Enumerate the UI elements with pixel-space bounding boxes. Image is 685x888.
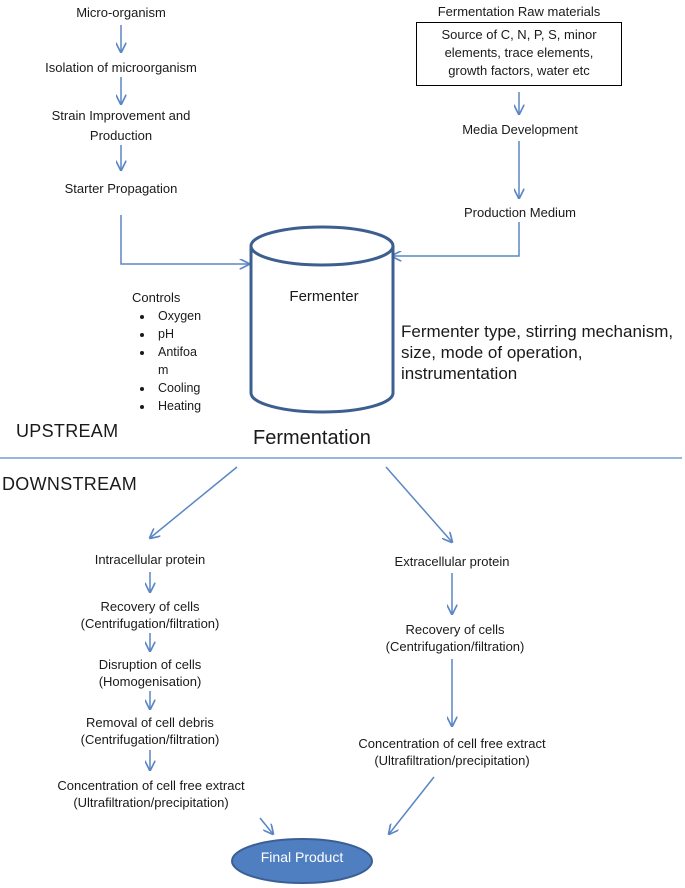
downstream-label: DOWNSTREAM <box>2 474 137 494</box>
node-intra-concentration: Concentration of cell free extract (Ultr… <box>57 778 245 810</box>
fermenter-notes: Fermenter type, stirring mechanism, size… <box>401 322 674 383</box>
node-intracellular-protein: Intracellular protein <box>94 552 206 567</box>
node-micro-organism: Micro-organism <box>76 5 166 20</box>
control-cooling: Cooling <box>154 379 242 397</box>
controls-list: Controls Oxygen pH Antifoa m Cooling Hea… <box>132 290 242 415</box>
controls-title: Controls <box>132 290 181 305</box>
arrow-fermentation-to-extracellular <box>385 466 452 542</box>
node-production-medium: Production Medium <box>464 205 576 220</box>
node-removal-debris: Removal of cell debris (Centrifugation/f… <box>80 715 220 747</box>
node-extra-concentration: Concentration of cell free extract (Ultr… <box>358 736 546 768</box>
fermenter-vessel <box>249 225 395 414</box>
upstream-label: UPSTREAM <box>16 421 119 441</box>
fermentation-stage-label: Fermentation <box>253 427 371 449</box>
arrow-starter-to-fermenter <box>120 215 249 264</box>
node-extra-recovery: Recovery of cells (Centrifugation/filtra… <box>385 622 525 654</box>
node-starter-propagation: Starter Propagation <box>64 181 178 196</box>
fermenter-label: Fermenter <box>289 288 359 305</box>
node-extracellular-protein: Extracellular protein <box>394 554 510 569</box>
control-heating: Heating <box>154 397 242 415</box>
node-media-development: Media Development <box>462 122 578 137</box>
final-product-label: Final Product <box>260 849 344 865</box>
node-isolation: Isolation of microorganism <box>45 60 197 75</box>
arrow-production-to-fermenter <box>392 222 520 256</box>
final-product-ellipse <box>231 838 373 884</box>
arrow-intra-concentration-to-final <box>259 817 273 834</box>
arrow-extra-concentration-to-final <box>389 776 435 834</box>
node-strain-improvement: Strain Improvement and Production <box>51 108 191 143</box>
node-disruption: Disruption of cells (Homogenisation) <box>98 657 202 689</box>
node-intra-recovery: Recovery of cells (Centrifugation/filtra… <box>80 599 220 631</box>
control-ph: pH <box>154 325 242 343</box>
raw-materials-title: Fermentation Raw materials <box>437 4 601 19</box>
arrow-fermentation-to-intracellular <box>150 466 238 538</box>
control-oxygen: Oxygen <box>154 307 242 325</box>
control-antifoam: Antifoa m <box>154 343 242 379</box>
raw-materials-box: Source of C, N, P, S, minor elements, tr… <box>416 22 622 86</box>
